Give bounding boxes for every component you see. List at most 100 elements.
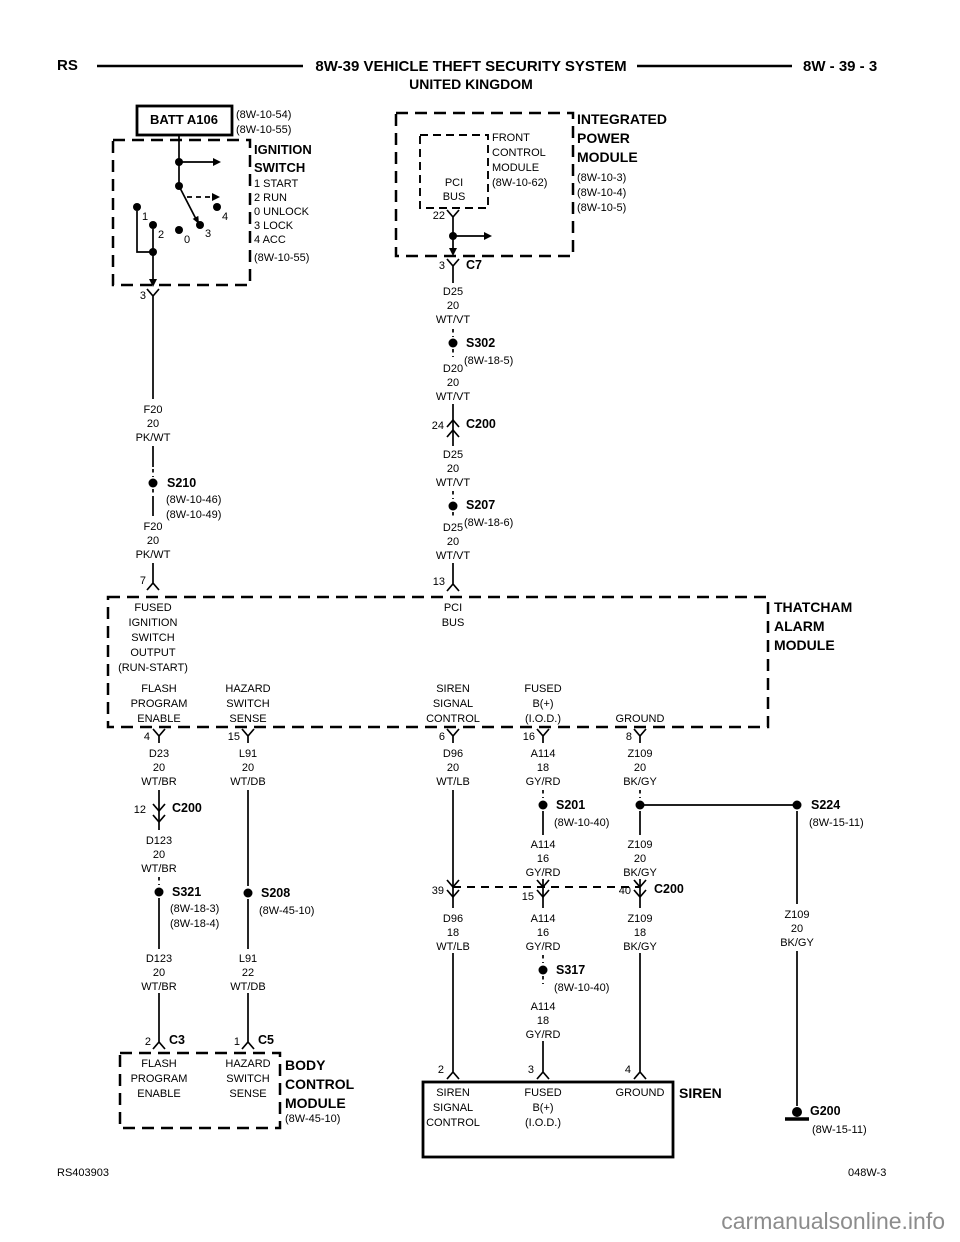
splice-s317-refs: (8W-10-40) xyxy=(554,982,610,994)
connector-siren-pin2-fork xyxy=(446,1065,460,1080)
splice-s208-refs: (8W-45-10) xyxy=(259,905,315,917)
c5-connector-label: C5 xyxy=(258,1033,274,1047)
splice-s201-refs: (8W-10-40) xyxy=(554,817,610,829)
ignition-switch-title: IGNITION SWITCH xyxy=(254,142,312,175)
contact-label-4: 4 xyxy=(222,211,229,223)
page-subtitle: UNITED KINGDOM xyxy=(409,76,533,92)
siren-pin-4: 4 xyxy=(624,1064,631,1076)
bcm-ref: (8W-45-10) xyxy=(285,1113,341,1125)
connector-pin4-fork xyxy=(152,728,166,743)
wire-label-z109-d: Z109 20 BK/GY xyxy=(780,909,814,949)
thatcham-run-start-label: FUSED IGNITION SWITCH OUTPUT (RUN-START) xyxy=(118,602,188,674)
ipm-pci-bus-label: PCI BUS xyxy=(442,177,466,203)
thatcham-title: THATCHAM ALARM MODULE xyxy=(774,599,853,653)
front-control-module-label: FRONT CONTROL MODULE (8W-10-62) xyxy=(492,132,548,189)
wire-label-d96-a: D96 20 WT/LB xyxy=(436,748,470,788)
connector-c7-fork xyxy=(446,258,460,273)
ignition-pin-3: 3 xyxy=(139,290,146,302)
connector-siren-pin4-fork xyxy=(633,1065,647,1080)
c200-label-12: C200 xyxy=(172,801,202,815)
contact-3-dot xyxy=(196,221,204,229)
c5-pin-1: 1 xyxy=(233,1036,240,1048)
c200-pin-12: 12 xyxy=(133,804,146,816)
ground-g200-dot xyxy=(792,1107,802,1117)
bcm-hazard-label: HAZARD SWITCH SENSE xyxy=(225,1058,271,1100)
thatcham-pci-label: PCI BUS xyxy=(441,602,465,629)
connector-pin22-fork xyxy=(446,209,460,250)
body-control-module-box xyxy=(118,1051,282,1130)
splice-s224-label: S224 xyxy=(811,798,841,812)
splice-s302 xyxy=(448,338,458,348)
thatcham-flash-label: FLASH PROGRAM ENABLE xyxy=(130,683,188,725)
wires xyxy=(136,135,809,1121)
splice-s302-label: S302 xyxy=(466,336,496,350)
battery-label: BATT A106 xyxy=(150,112,218,127)
contact-0-dot xyxy=(175,226,183,234)
connector-pin16-fork xyxy=(536,728,550,743)
c200-pin-24: 24 xyxy=(431,420,444,432)
splice-s210 xyxy=(148,478,158,488)
front-control-module-box xyxy=(419,134,489,209)
ipm-pin-22: 22 xyxy=(432,210,445,222)
splice-s210-label: S210 xyxy=(167,476,197,490)
battery-ref-2: (8W-10-55) xyxy=(236,124,292,136)
splice-s321-refs: (8W-18-3) (8W-18-4) xyxy=(170,903,220,930)
wire-label-l91-b: L91 22 WT/DB xyxy=(230,953,266,993)
wire-label-f20-b: F20 20 PK/WT xyxy=(135,521,171,561)
splice-s321 xyxy=(154,887,164,897)
contact-label-3: 3 xyxy=(205,228,212,240)
connector-pin3-fork xyxy=(146,288,160,304)
connector-pin8-fork xyxy=(633,728,647,743)
c3-connector-label: C3 xyxy=(169,1033,185,1047)
connector-pin7-fork xyxy=(146,576,160,591)
splice-s317-label: S317 xyxy=(556,963,586,977)
contact-2-dot xyxy=(149,221,157,229)
thatcham-ground-label: GROUND xyxy=(615,713,665,725)
ignition-switch-box xyxy=(111,138,252,287)
wire-label-z109-b: Z109 20 BK/GY xyxy=(623,839,657,879)
arrowhead-ipm-branch xyxy=(484,232,492,240)
wire-label-d123-a: D123 20 WT/BR xyxy=(141,835,177,875)
wire-label-a114-c: A114 16 GY/RD xyxy=(525,913,561,953)
wire-label-z109-a: Z109 20 BK/GY xyxy=(623,748,657,788)
thatcham-pin-7: 7 xyxy=(139,575,146,587)
siren-ground-label: GROUND xyxy=(615,1087,665,1099)
splice-s207-refs: (8W-18-6) xyxy=(464,517,514,529)
contact-label-2: 2 xyxy=(158,229,165,241)
splice-s317 xyxy=(538,965,548,975)
splice-s302-refs: (8W-18-5) xyxy=(464,355,514,367)
splice-s201 xyxy=(538,800,548,810)
siren-fused-label: FUSED B(+) (I.O.D.) xyxy=(524,1087,562,1129)
contact-4-dot xyxy=(213,203,221,211)
thatcham-pin-6: 6 xyxy=(438,731,445,743)
splice-s201-label: S201 xyxy=(556,798,586,812)
ground-g200-ref: (8W-15-11) xyxy=(812,1124,867,1136)
contact-label-1: 1 xyxy=(142,211,149,223)
arrowhead-switch-2 xyxy=(212,193,220,201)
footer-sheet-code: 048W-3 xyxy=(848,1167,887,1179)
c200-pin-15: 15 xyxy=(521,891,534,903)
connector-siren-pin3-fork xyxy=(536,1065,550,1080)
splice-s224 xyxy=(792,800,802,810)
ipm-title: INTEGRATED POWER MODULE xyxy=(577,111,667,165)
wire-label-f20-a: F20 20 PK/WT xyxy=(135,404,171,444)
wire-label-l91-a: L91 20 WT/DB xyxy=(230,748,266,788)
thatcham-hazard-label: HAZARD SWITCH SENSE xyxy=(225,683,271,725)
contact-1-dot xyxy=(133,203,141,211)
thatcham-pin-4: 4 xyxy=(143,731,150,743)
siren-signal-label: SIREN SIGNAL CONTROL xyxy=(426,1087,480,1129)
thatcham-fused-b-label: FUSED B(+) (I.O.D.) xyxy=(524,683,562,725)
footer-drawing-code: RS403903 xyxy=(57,1167,109,1179)
ipm-refs: (8W-10-3) (8W-10-4) (8W-10-5) xyxy=(577,172,627,214)
ground-junction-dot xyxy=(635,800,645,810)
ground-g200-label: G200 xyxy=(810,1104,841,1118)
wire-ground-branch xyxy=(639,804,797,1065)
connector-c3-fork xyxy=(152,1035,166,1050)
connector-pin6-fork xyxy=(446,728,460,743)
splice-stubs xyxy=(152,329,641,984)
c7-connector-label: C7 xyxy=(466,258,482,272)
ignition-switch-positions: 1 START 2 RUN 0 UNLOCK 3 LOCK 4 ACC xyxy=(254,178,310,246)
ipm-junction-dot xyxy=(449,232,457,240)
